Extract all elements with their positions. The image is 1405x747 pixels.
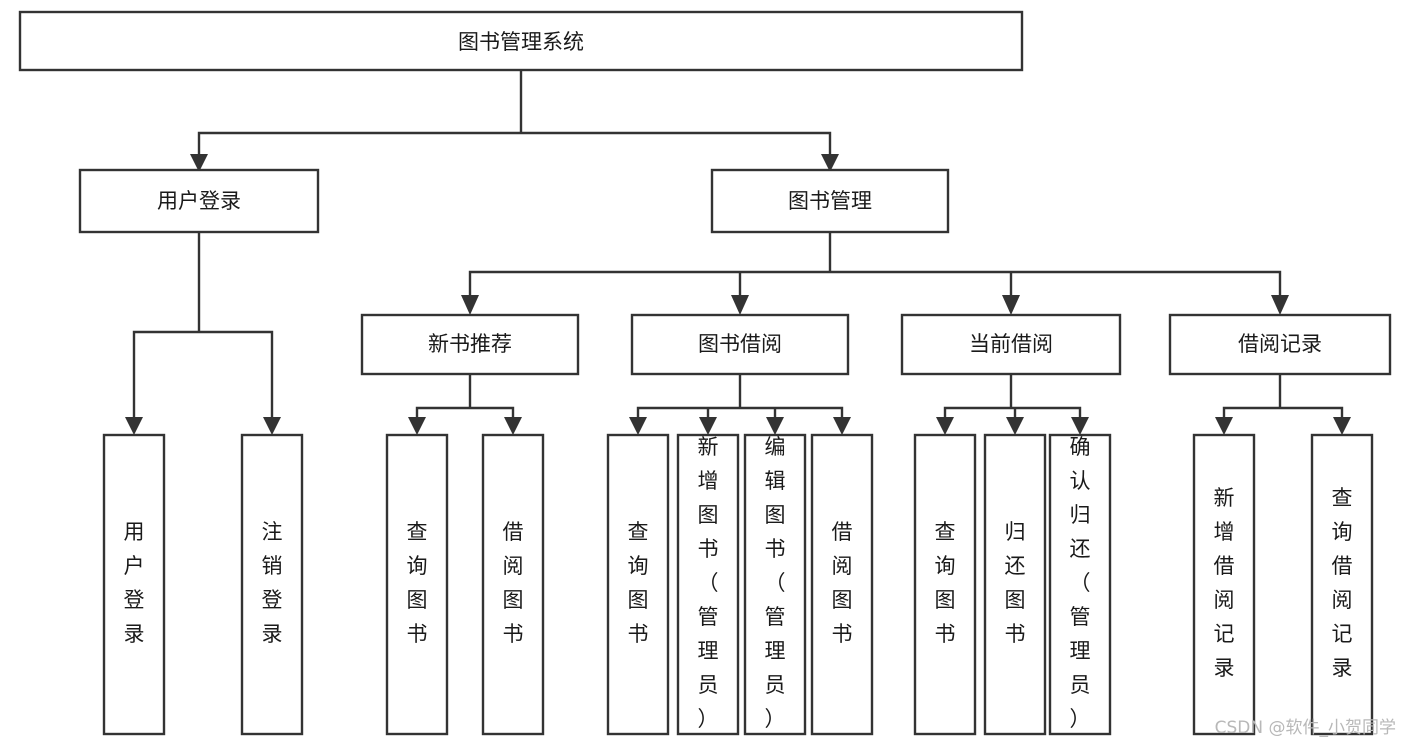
arrow-to-leaf-borrow-book-2 [833,417,851,435]
leaf-user-login-box[interactable] [102,433,166,736]
node-root[interactable]: 图书管理系统 [18,10,1024,72]
node-new-book-recommend[interactable]: 新书推荐 [360,313,580,376]
node-borrow-record-label: 借阅记录 [1238,332,1322,356]
leaf-user-logout[interactable]: 注销登录 [240,433,304,736]
node-borrow-record[interactable]: 借阅记录 [1168,313,1392,376]
leaf-query-book-1[interactable]: 查询图书 [385,433,449,736]
leaf-add-record-box[interactable] [1192,433,1256,736]
node-book-borrow[interactable]: 图书借阅 [630,313,850,376]
node-current-borrow-box[interactable] [900,313,1122,376]
arrow-to-leaf-borrow-book-1 [504,417,522,435]
arrow-to-new-book-recommend [461,295,479,315]
arrow-to-book-manage [821,154,839,172]
leaf-borrow-book-1[interactable]: 借阅图书 [481,433,545,736]
leaf-query-book-2[interactable]: 查询图书 [606,433,670,736]
node-new-book-recommend-box[interactable] [360,313,580,376]
leaf-add-record-label: 新增借阅记录 [1214,486,1235,680]
connector-root-bus [197,68,832,159]
arrow-to-leaf-user-logout [263,417,281,435]
arrow-to-borrow-record [1271,295,1289,315]
leaf-add-book[interactable]: 新增图书（管理员） [676,433,740,736]
node-book-borrow-label: 图书借阅 [698,332,782,356]
leaf-query-record-label: 查询借阅记录 [1332,486,1353,680]
arrow-to-leaf-confirm-return [1071,417,1089,435]
leaf-query-book-1-label: 查询图书 [407,520,428,646]
node-new-book-recommend-label: 新书推荐 [428,332,512,356]
node-user-login-box[interactable] [78,168,320,234]
leaf-add-book-label: 新增图书（管理员） [698,435,719,731]
arrow-to-leaf-add-book [699,417,717,435]
leaf-borrow-book-1-box[interactable] [481,433,545,736]
leaf-query-book-3-label: 查询图书 [935,520,956,646]
arrow-to-current-borrow [1002,295,1020,315]
node-current-borrow[interactable]: 当前借阅 [900,313,1122,376]
leaf-query-book-2-label: 查询图书 [628,520,649,646]
leaf-return-book-label: 归还图书 [1005,520,1026,646]
arrow-to-leaf-edit-book [766,417,784,435]
leaf-user-logout-label: 注销登录 [262,520,283,646]
arrow-to-book-borrow [731,295,749,315]
arrow-to-leaf-query-book-3 [936,417,954,435]
node-user-login[interactable]: 用户登录 [78,168,320,234]
leaf-add-book-box[interactable] [676,433,740,736]
node-book-manage-box[interactable] [710,168,950,234]
node-root-box[interactable] [18,10,1024,72]
connector-layer [125,68,1351,435]
leaf-confirm-return-box[interactable] [1048,433,1112,736]
leaf-borrow-book-2-box[interactable] [810,433,874,736]
leaf-borrow-book-1-label: 借阅图书 [503,520,524,646]
arrow-to-leaf-user-login [125,417,143,435]
leaf-query-book-3-box[interactable] [913,433,977,736]
connector-currentborrow-bus [943,372,1082,422]
node-root-label: 图书管理系统 [458,30,584,54]
leaf-query-book-2-box[interactable] [606,433,670,736]
leaf-user-login[interactable]: 用户登录 [102,433,166,736]
arrow-to-user-login [190,154,208,172]
node-user-login-label: 用户登录 [157,189,241,213]
leaf-add-record[interactable]: 新增借阅记录 [1192,433,1256,736]
connector-recommend-bus [415,372,515,422]
leaf-edit-book-label: 编辑图书（管理员） [765,435,786,731]
leaf-user-login-label: 用户登录 [124,520,145,646]
node-book-manage-label: 图书管理 [788,189,872,213]
leaf-confirm-return-label: 确认归还（管理员） [1070,435,1091,731]
connector-borrowrecord-bus [1222,372,1344,422]
leaf-confirm-return[interactable]: 确认归还（管理员） [1048,433,1112,736]
leaf-return-book[interactable]: 归还图书 [983,433,1047,736]
leaf-edit-book[interactable]: 编辑图书（管理员） [743,433,807,736]
connector-bookmanage-bus [468,230,1282,300]
arrow-to-leaf-query-book-1 [408,417,426,435]
arrow-to-leaf-query-book-2 [629,417,647,435]
node-book-manage[interactable]: 图书管理 [710,168,950,234]
leaf-borrow-book-2-label: 借阅图书 [832,520,853,646]
node-borrow-record-box[interactable] [1168,313,1392,376]
leaf-edit-book-box[interactable] [743,433,807,736]
arrow-to-leaf-add-record [1215,417,1233,435]
arrow-to-leaf-return-book [1006,417,1024,435]
leaf-query-book-1-box[interactable] [385,433,449,736]
leaf-borrow-book-2[interactable]: 借阅图书 [810,433,874,736]
leaf-query-record-box[interactable] [1310,433,1374,736]
node-book-borrow-box[interactable] [630,313,850,376]
leaf-return-book-box[interactable] [983,433,1047,736]
watermark-label: CSDN @软件_小贺同学 [1215,718,1396,738]
node-current-borrow-label: 当前借阅 [969,332,1053,356]
connector-bookborrow-bus [636,372,844,422]
leaf-user-logout-box[interactable] [240,433,304,736]
leaf-query-book-3[interactable]: 查询图书 [913,433,977,736]
connector-userlogin-bus [132,230,274,422]
leaf-query-record[interactable]: 查询借阅记录 [1310,433,1374,736]
arrow-to-leaf-query-record [1333,417,1351,435]
